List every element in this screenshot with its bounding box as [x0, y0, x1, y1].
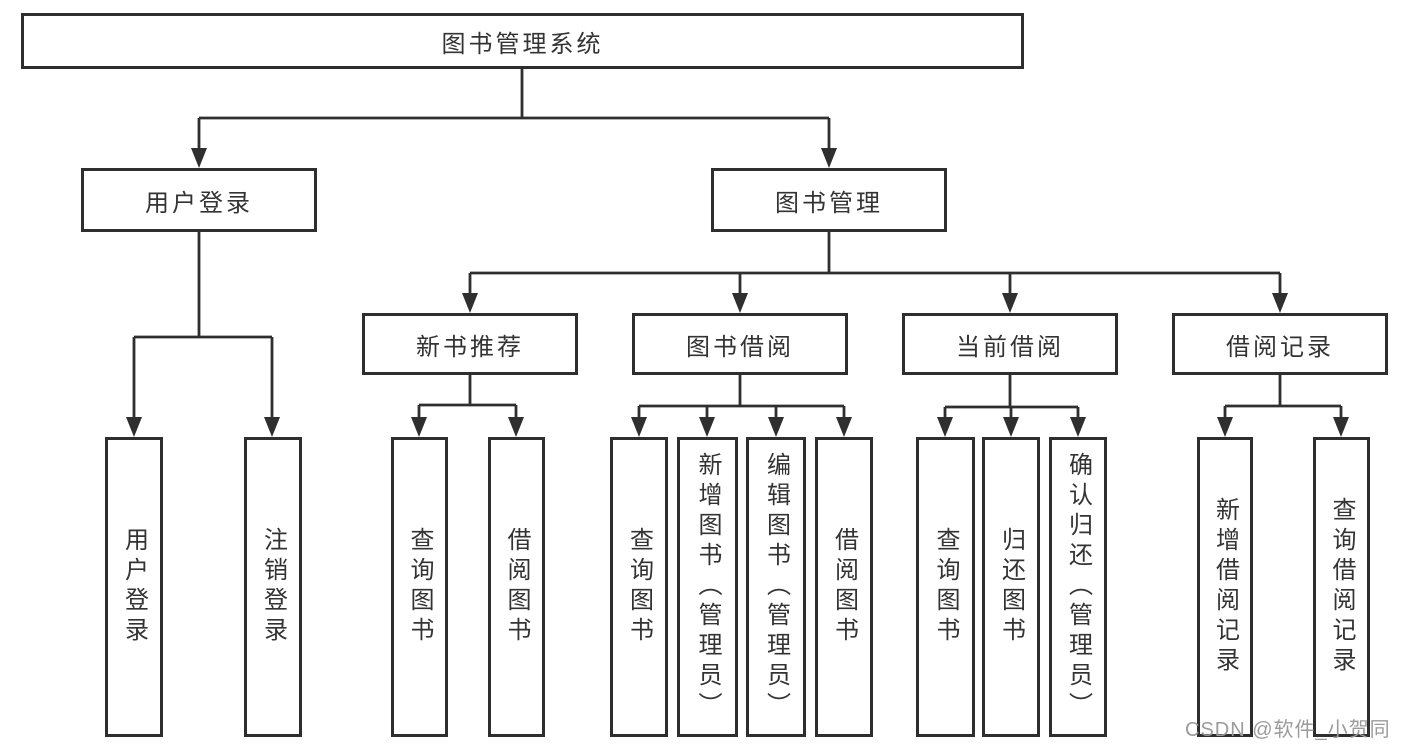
node-user-login: 用户登录 [81, 168, 317, 232]
arrowheads [126, 148, 1349, 437]
leaf-borrow-books-borrowing: 借阅图书 [815, 437, 873, 737]
leaf-edit-books-admin: 编辑图书（管理员） [746, 437, 806, 737]
leaf-search-books-current: 查询图书 [916, 437, 975, 737]
csdn-watermark: CSDN @软件_小贺同学 [1185, 719, 1391, 741]
node-current-borrowing: 当前借阅 [902, 313, 1118, 375]
leaf-search-borrow-record: 查询借阅记录 [1313, 437, 1370, 737]
node-borrow-records: 借阅记录 [1172, 313, 1388, 375]
leaf-logout: 注销登录 [244, 437, 302, 737]
node-book-borrowing: 图书借阅 [632, 313, 848, 375]
leaf-borrow-books-recommend: 借阅图书 [488, 437, 545, 737]
leaf-user-login: 用户登录 [105, 437, 163, 737]
node-library-management-system: 图书管理系统 [21, 13, 1024, 69]
leaf-add-books-admin: 新增图书（管理员） [677, 437, 738, 737]
node-book-management: 图书管理 [711, 168, 947, 232]
leaf-search-books-recommend: 查询图书 [391, 437, 448, 737]
leaf-add-borrow-record: 新增借阅记录 [1197, 437, 1253, 737]
node-new-book-recommend: 新书推荐 [362, 313, 578, 375]
leaf-search-books-borrowing: 查询图书 [610, 437, 668, 737]
leaf-return-books: 归还图书 [982, 437, 1040, 737]
leaf-confirm-return-admin: 确认归还（管理员） [1049, 437, 1107, 737]
